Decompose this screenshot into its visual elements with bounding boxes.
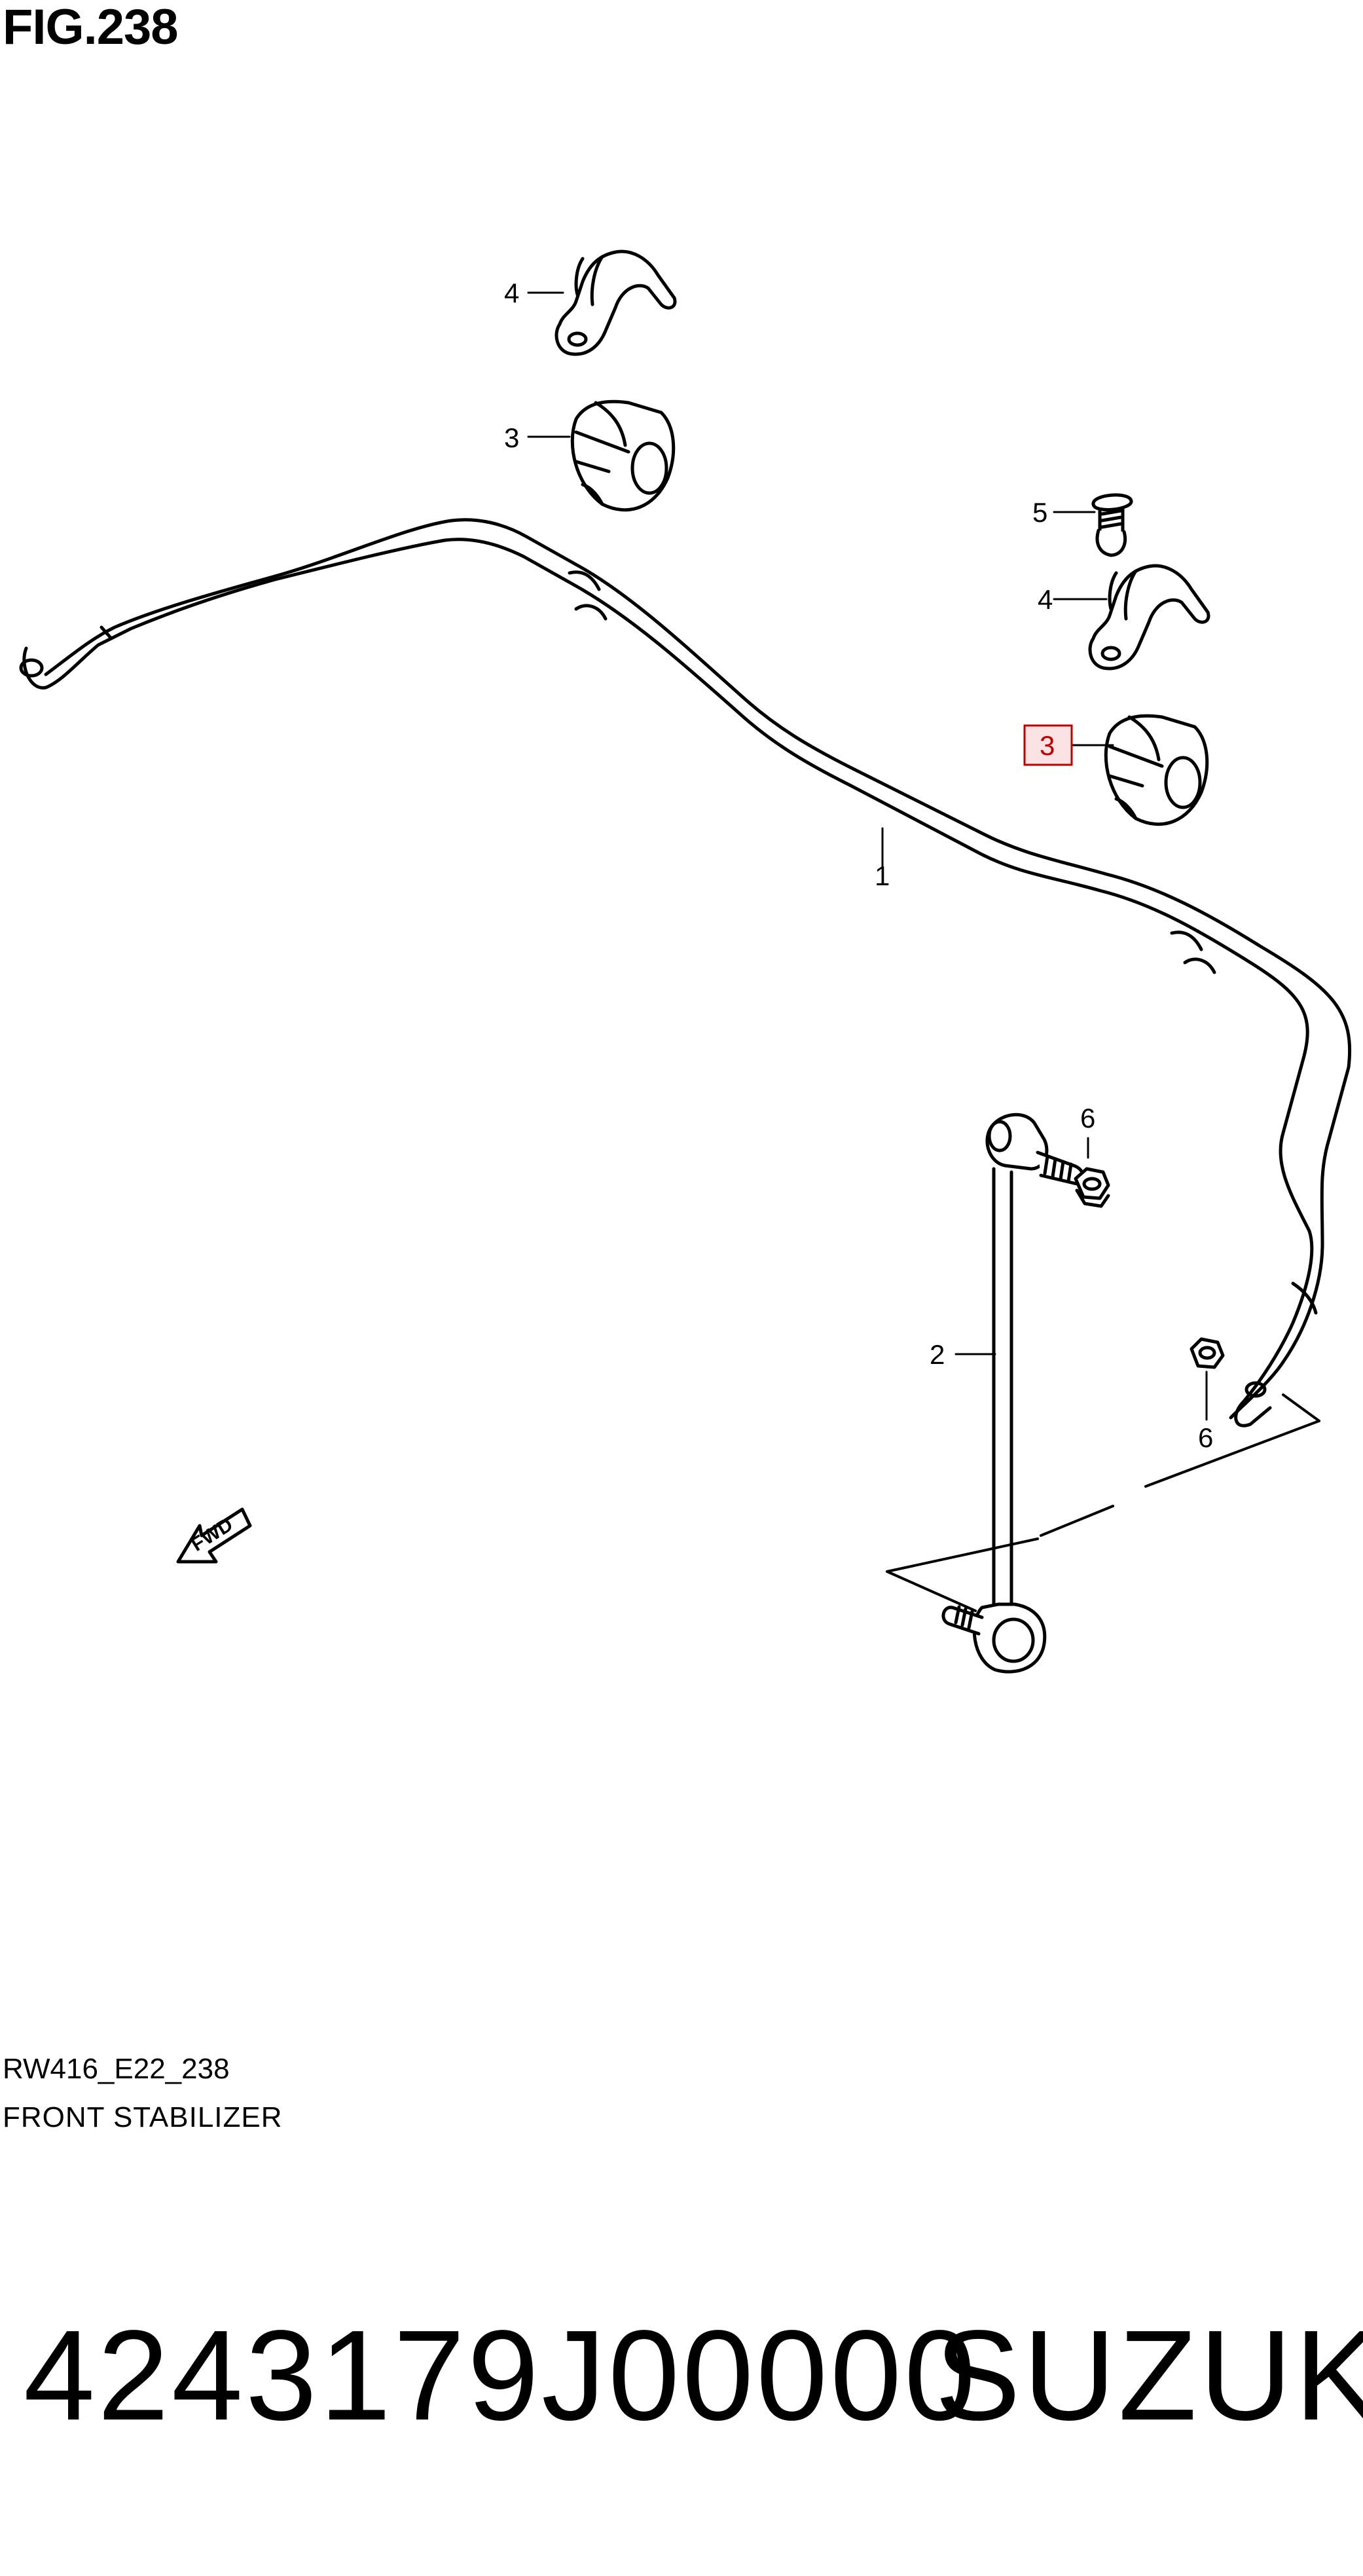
figure-title: FIG.238 <box>3 0 179 55</box>
bushing-right[interactable] <box>1104 714 1209 826</box>
stabilizer-link[interactable] <box>941 1113 1085 1674</box>
part-number: 4243179J00000 <box>24 2304 979 2447</box>
fwd-arrow-icon <box>176 1507 252 1564</box>
bracket-right[interactable] <box>1088 564 1210 671</box>
bolt[interactable] <box>1091 493 1133 557</box>
callout-stabilizer-bar[interactable]: 1 <box>875 860 890 891</box>
bushing-upper-left[interactable] <box>570 399 676 512</box>
nut-link-top[interactable] <box>1074 1167 1110 1208</box>
bracket-upper-left[interactable] <box>554 249 677 356</box>
highlight-box <box>1023 724 1073 766</box>
callout-bracket-right[interactable]: 4 <box>1038 584 1053 615</box>
assembly-guide-lines <box>886 1393 1320 1612</box>
callout-bracket-upper-left[interactable]: 4 <box>504 278 519 308</box>
callout-bolt[interactable]: 5 <box>1032 497 1047 528</box>
diagram-caption: FRONT STABILIZER <box>3 2101 283 2133</box>
stabilizer-bar[interactable] <box>19 518 1352 1427</box>
callout-bushing-upper-left[interactable]: 3 <box>504 422 519 453</box>
diagram-code: RW416_E22_238 <box>3 2053 230 2085</box>
brand-name: SUZUKI <box>935 2304 1363 2447</box>
callout-bushing-right[interactable]: 3 <box>1040 730 1055 761</box>
callout-nut-bottom[interactable]: 6 <box>1198 1422 1213 1453</box>
leader-lines <box>527 291 1208 1421</box>
callout-link[interactable]: 2 <box>930 1339 945 1370</box>
callout-nut-link-top[interactable]: 6 <box>1080 1103 1095 1133</box>
nut-bottom[interactable] <box>1190 1337 1225 1369</box>
